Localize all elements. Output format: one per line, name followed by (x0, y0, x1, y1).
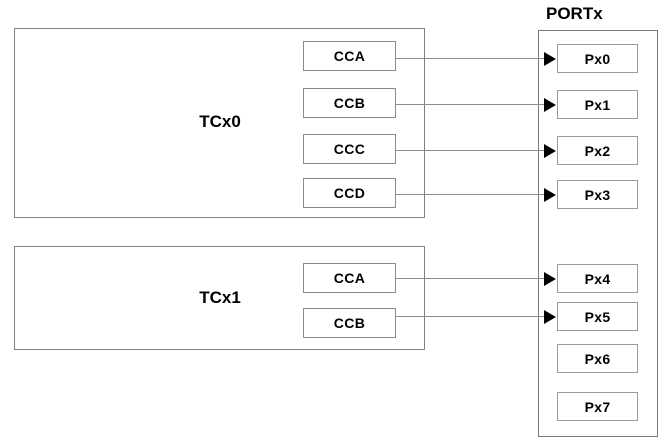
compare-channel-tcx0-ccd[interactable]: CCD (303, 178, 396, 208)
port-title: PORTx (546, 4, 603, 23)
port-pin-px5[interactable]: Px5 (557, 302, 638, 331)
connection-arrow-tcx1-cca-to-px4 (544, 272, 556, 286)
connection-arrow-tcx1-ccb-to-px5 (544, 310, 556, 324)
connection-arrow-tcx0-ccb-to-px1 (544, 98, 556, 112)
connection-line-tcx1-ccb-to-px5 (396, 316, 546, 317)
connection-line-tcx0-ccc-to-px2 (396, 150, 546, 151)
compare-channel-tcx0-ccc[interactable]: CCC (303, 134, 396, 164)
connection-line-tcx0-ccb-to-px1 (396, 104, 546, 105)
port-pin-px6[interactable]: Px6 (557, 344, 638, 373)
compare-channel-tcx1-ccb[interactable]: CCB (303, 308, 396, 338)
compare-channel-tcx0-ccb[interactable]: CCB (303, 88, 396, 118)
timer-label-tcx0: TCx0 (199, 112, 241, 131)
port-pin-px4[interactable]: Px4 (557, 264, 638, 293)
connection-arrow-tcx0-cca-to-px0 (544, 52, 556, 66)
connection-line-tcx1-cca-to-px4 (396, 278, 546, 279)
compare-channel-tcx0-cca[interactable]: CCA (303, 41, 396, 71)
compare-channel-tcx1-cca[interactable]: CCA (303, 263, 396, 293)
timer-label-tcx1: TCx1 (199, 288, 241, 307)
port-pin-px1[interactable]: Px1 (557, 90, 638, 119)
connection-arrow-tcx0-ccd-to-px3 (544, 188, 556, 202)
port-pin-px7[interactable]: Px7 (557, 392, 638, 421)
port-pin-px3[interactable]: Px3 (557, 180, 638, 209)
connection-line-tcx0-ccd-to-px3 (396, 194, 546, 195)
connection-arrow-tcx0-ccc-to-px2 (544, 144, 556, 158)
connection-line-tcx0-cca-to-px0 (396, 58, 546, 59)
port-pin-px2[interactable]: Px2 (557, 136, 638, 165)
port-pin-px0[interactable]: Px0 (557, 44, 638, 73)
